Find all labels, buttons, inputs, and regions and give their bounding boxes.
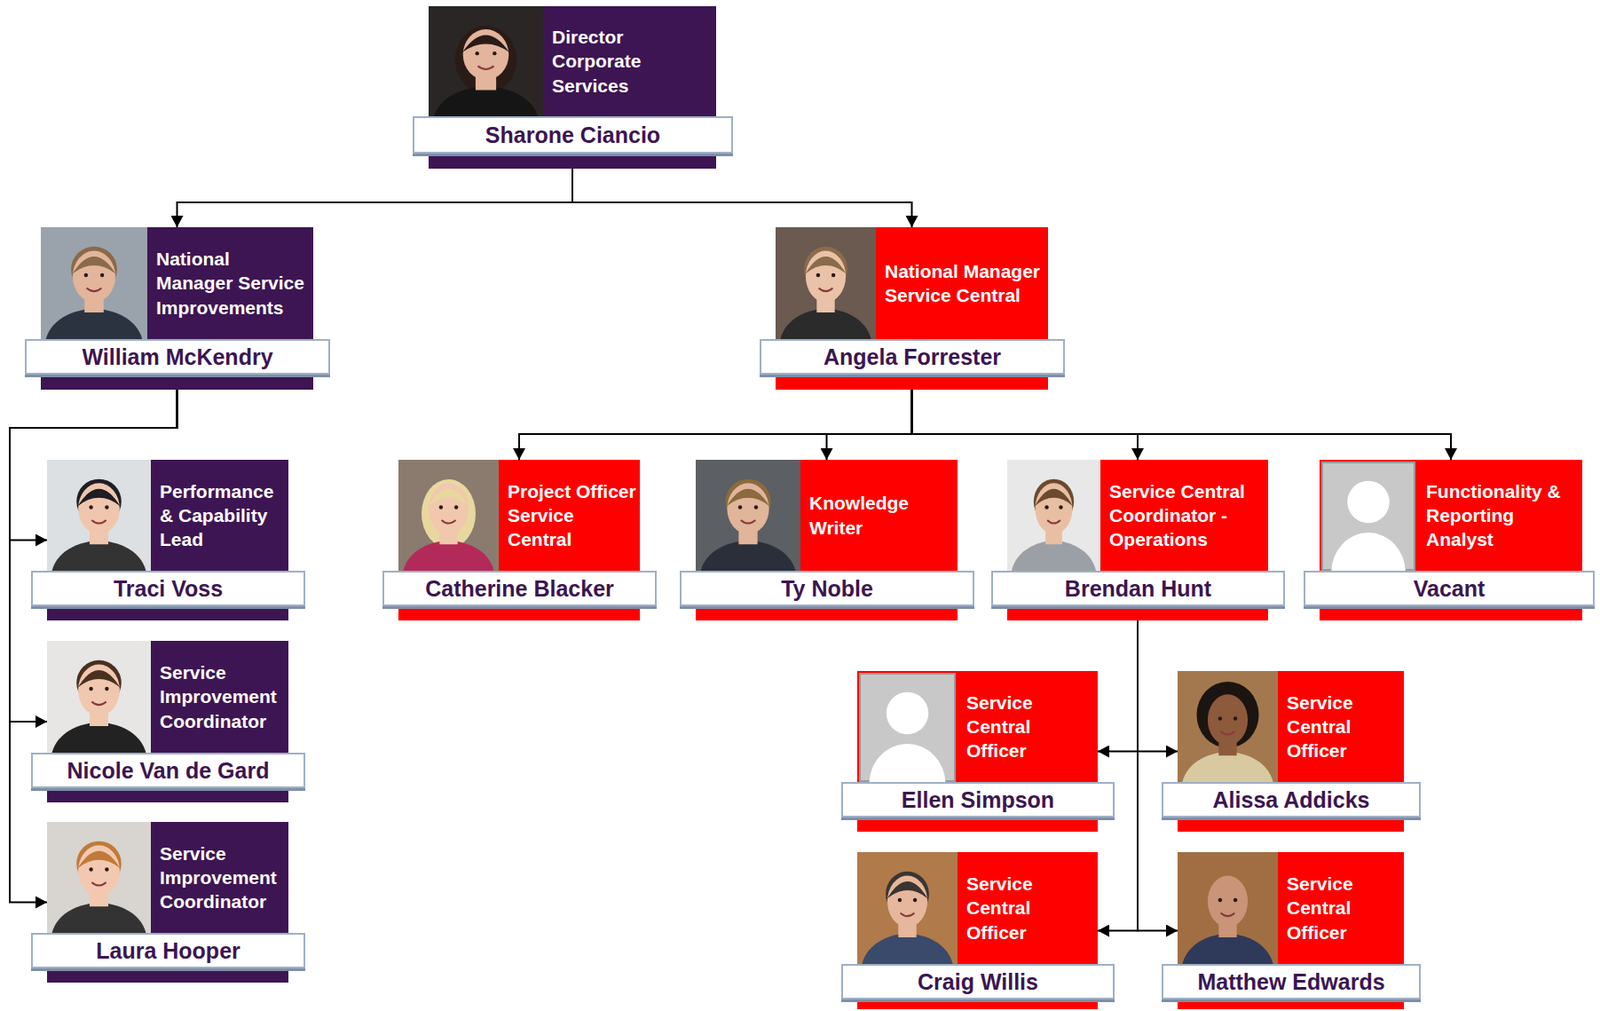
staff-card: Service Central OfficerMatthew Edwards: [1177, 851, 1404, 1009]
job-title: Service Central Officer: [966, 690, 1095, 764]
name-banner: Angela Forrester: [759, 338, 1065, 375]
reporting-line: [519, 389, 913, 460]
staff-card: Project Officer Service CentralCatherine…: [398, 459, 640, 621]
job-title: Service Improvement Coordinator: [159, 841, 285, 915]
staff-card: Service Central OfficerCraig Willis: [857, 851, 1098, 1009]
name-banner: Vacant: [1303, 570, 1595, 607]
name-banner: Alissa Addicks: [1161, 781, 1421, 818]
person-name: Brendan Hunt: [1064, 575, 1212, 602]
reporting-line: [1137, 620, 1178, 752]
portrait-photo: [1319, 459, 1418, 571]
job-title: Service Improvement Coordinator: [159, 660, 285, 734]
portrait-photo: [1177, 851, 1278, 964]
job-title: Service Central Officer: [1286, 690, 1401, 764]
reporting-line: [572, 168, 913, 228]
portrait-photo: [695, 459, 801, 571]
portrait-photo: [47, 640, 151, 753]
portrait-photo: [398, 459, 499, 571]
portrait-photo: [1007, 459, 1101, 571]
person-name: Nicole Van de Gard: [67, 757, 270, 784]
name-banner: Traci Voss: [31, 570, 306, 607]
job-title: Service Central Officer: [966, 871, 1095, 945]
person-name: Alissa Addicks: [1213, 787, 1371, 813]
portrait-photo: [40, 227, 148, 339]
reporting-line: [1097, 620, 1138, 752]
job-title: Service Central Coordinator - Operations: [1109, 479, 1265, 552]
name-banner: Craig Willis: [841, 963, 1115, 1000]
job-title: National Manager Service Improvements: [156, 246, 310, 320]
person-name: Traci Voss: [113, 575, 223, 602]
job-title: Performance & Capability Lead: [159, 479, 285, 552]
portrait-photo: [857, 851, 958, 964]
name-banner: Ty Noble: [679, 570, 975, 607]
staff-card: Knowledge Writer Ty Noble: [695, 459, 958, 621]
name-banner: Laura Hooper: [31, 932, 306, 969]
person-name: Catherine Blacker: [425, 575, 615, 602]
person-name: Angela Forrester: [823, 344, 1001, 371]
person-name: Craig Willis: [917, 969, 1039, 995]
reporting-line: [1137, 620, 1178, 931]
staff-card: Service Improvement CoordinatorNicole Va…: [47, 640, 289, 803]
person-name: Ty Noble: [780, 575, 874, 602]
staff-card: Functionality & Reporting AnalystVacant: [1319, 459, 1583, 621]
portrait-photo: [857, 670, 958, 782]
job-title: National Manager Service Central: [884, 259, 1045, 308]
staff-card: Service Central OfficerEllen Simpson: [857, 670, 1098, 832]
portrait-photo: [47, 821, 151, 933]
staff-card: Service Central Coordinator - Operations…: [1007, 459, 1269, 621]
job-title: Director Corporate Services: [551, 24, 713, 98]
portrait-photo: [47, 459, 151, 571]
staff-card: Service Central OfficerAlissa Addicks: [1177, 670, 1404, 832]
person-name: Matthew Edwards: [1197, 969, 1385, 995]
person-name: William McKendry: [81, 344, 273, 371]
staff-card: Service Improvement CoordinatorLaura Hoo…: [47, 821, 289, 983]
job-title: Project Officer Service Central: [507, 479, 637, 552]
reporting-line: [1097, 620, 1138, 931]
reporting-line: [827, 389, 913, 460]
reporting-line: [912, 389, 1452, 460]
job-title: Service Central Officer: [1286, 871, 1401, 945]
person-name: Sharone Ciancio: [485, 122, 661, 149]
staff-card: National Manager Service CentralAngela F…: [775, 227, 1049, 390]
name-banner: Ellen Simpson: [841, 781, 1115, 818]
portrait-photo: [775, 227, 876, 339]
reporting-line: [912, 389, 1139, 460]
job-title: Functionality & Reporting Analyst: [1426, 479, 1579, 552]
name-banner: Sharone Ciancio: [412, 116, 734, 154]
name-banner: Brendan Hunt: [991, 570, 1285, 607]
job-title: Knowledge Writer: [809, 490, 954, 540]
staff-card: Performance & Capability LeadTraci Voss: [47, 459, 289, 621]
person-name: Laura Hooper: [95, 937, 241, 964]
reporting-line: [177, 168, 574, 228]
person-name: Vacant: [1413, 575, 1486, 602]
portrait-photo: [1177, 670, 1278, 782]
name-banner: Nicole Van de Gard: [31, 752, 306, 789]
person-name: Ellen Simpson: [901, 787, 1055, 813]
name-banner: Catherine Blacker: [382, 570, 657, 607]
staff-card: National Manager Service ImprovementsWil…: [40, 227, 314, 390]
name-banner: William McKendry: [24, 338, 331, 375]
staff-card: Director Corporate ServicesSharone Cianc…: [428, 6, 717, 169]
name-banner: Matthew Edwards: [1161, 963, 1421, 1000]
portrait-photo: [428, 6, 544, 117]
